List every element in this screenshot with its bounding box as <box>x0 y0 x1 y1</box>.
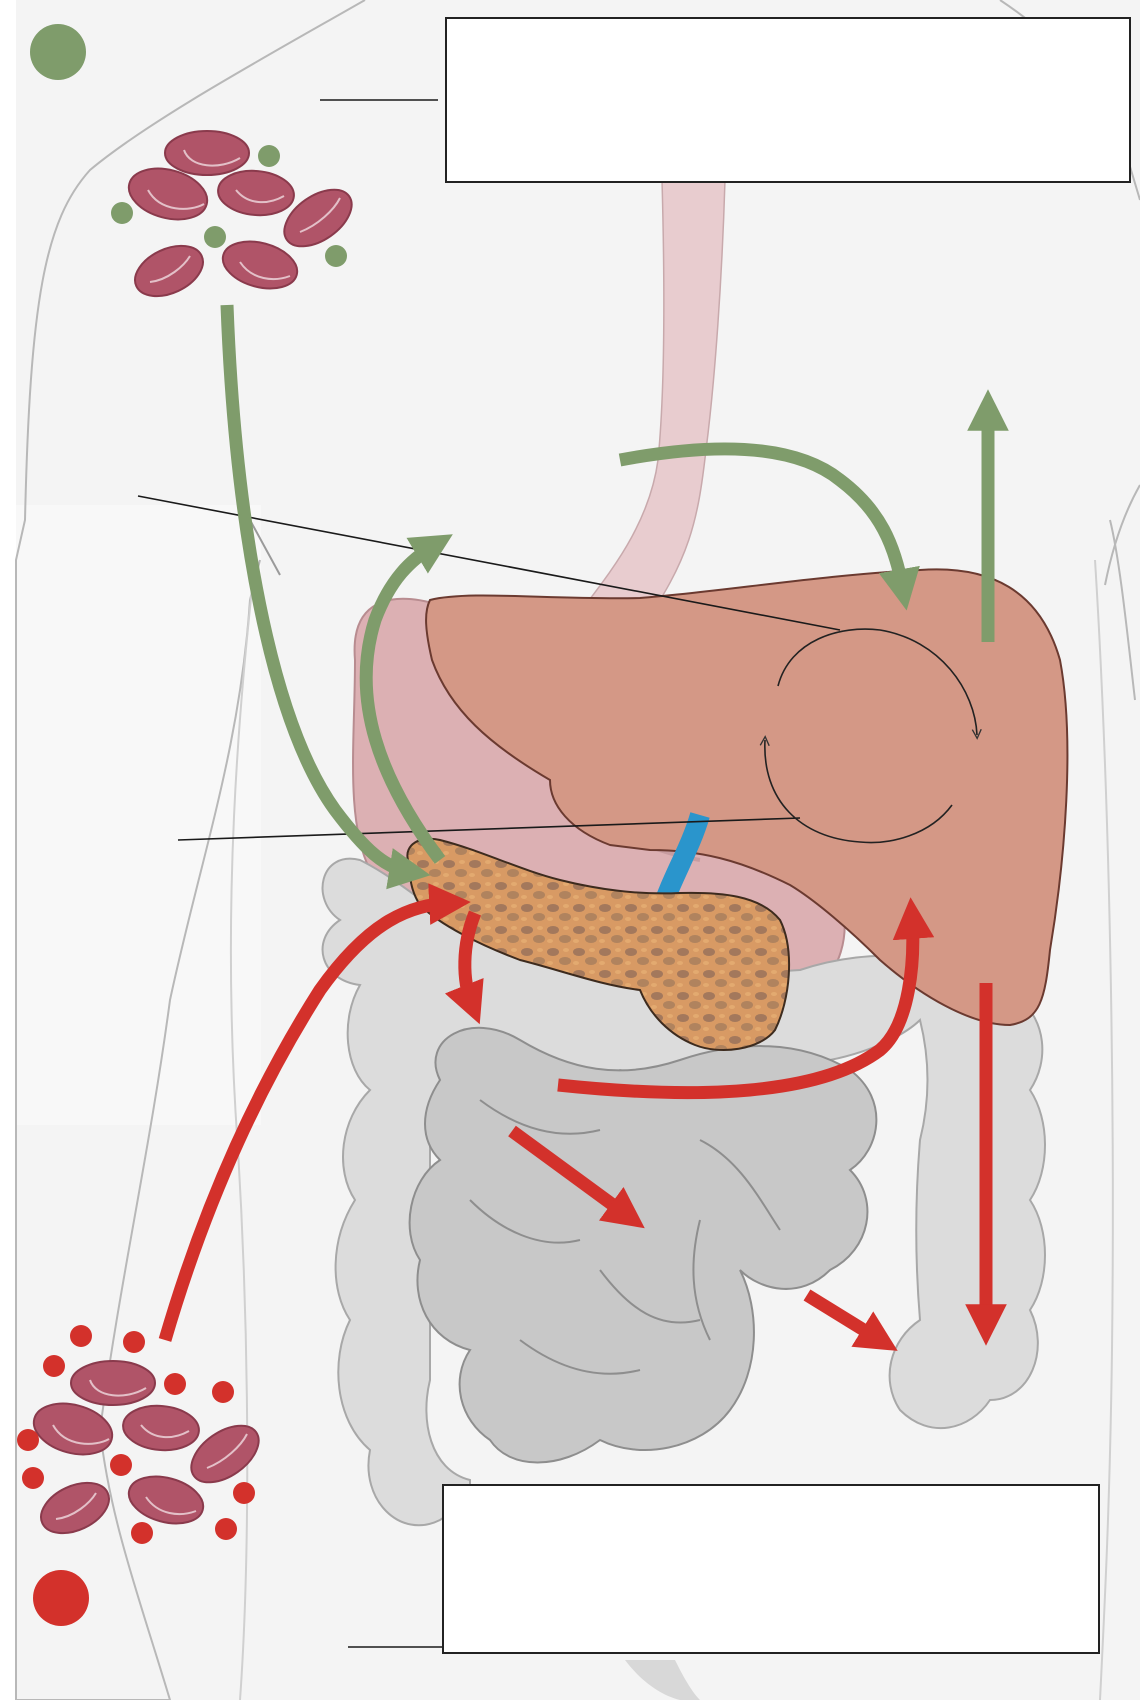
green-arrow-pancreas-up <box>359 534 453 864</box>
red-arrows <box>158 883 1007 1351</box>
green-arrows <box>220 304 1009 890</box>
leader-lines <box>137 99 841 1648</box>
red-arrow-blood-to-pancreas <box>158 883 471 1342</box>
red-arrow-to-liver <box>557 897 935 1100</box>
pancreas <box>406 837 790 1051</box>
high-glucose-legend-dot <box>30 24 86 80</box>
red-arrow-pancreas-down <box>444 910 484 1025</box>
bottom-label-box <box>442 1484 1100 1654</box>
red-arrow-intestine-1 <box>508 1125 645 1229</box>
cycle-arrows <box>765 628 977 844</box>
green-arrow-blood-to-pancreas <box>220 304 431 890</box>
red-arrow-intestine-2 <box>803 1289 898 1351</box>
top-label-box <box>445 17 1131 183</box>
blood-cluster-high <box>111 130 353 298</box>
low-glucose-legend-dot <box>33 1570 89 1626</box>
blood-cluster-low <box>17 1325 260 1544</box>
green-arrow-to-liver <box>618 442 920 611</box>
